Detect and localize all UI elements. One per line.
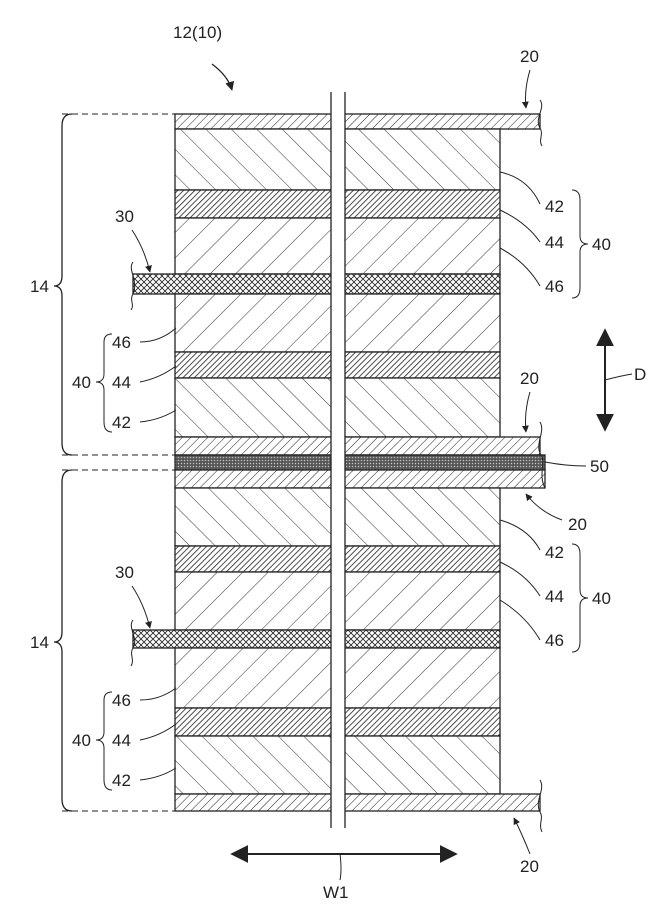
brace-14-lower bbox=[54, 470, 72, 811]
brace-40-left-upper bbox=[96, 334, 112, 432]
label-44-left-upper: 44 bbox=[112, 373, 131, 392]
label-30-lower: 30 bbox=[115, 563, 134, 582]
collector-20-top bbox=[175, 114, 540, 129]
collector-20-bottom bbox=[175, 794, 540, 811]
label-d: D bbox=[634, 365, 646, 384]
label-44-upper: 44 bbox=[545, 233, 564, 252]
label-44-lower: 44 bbox=[545, 587, 564, 606]
brace-14-upper bbox=[54, 114, 72, 455]
label-40-upper-right: 40 bbox=[592, 235, 611, 254]
label-44-left-lower: 44 bbox=[112, 731, 131, 750]
center-gap bbox=[331, 92, 345, 828]
label-14-upper: 14 bbox=[30, 277, 49, 296]
label-w1: W1 bbox=[323, 883, 349, 902]
label-42-left-lower: 42 bbox=[112, 771, 131, 790]
collector-30-upper bbox=[133, 274, 500, 294]
label-46-lower: 46 bbox=[545, 631, 564, 650]
label-42-upper: 42 bbox=[545, 197, 564, 216]
label-46-left-lower: 46 bbox=[112, 691, 131, 710]
label-50: 50 bbox=[590, 457, 609, 476]
label-40-left-lower: 40 bbox=[72, 731, 91, 750]
collector-20-upper-bottom bbox=[175, 437, 540, 455]
brace-40-upper bbox=[572, 190, 588, 298]
label-30-upper: 30 bbox=[115, 207, 134, 226]
figure-title: 12(10) bbox=[173, 23, 222, 42]
label-46-upper: 46 bbox=[545, 277, 564, 296]
label-14-lower: 14 bbox=[30, 633, 49, 652]
collector-30-lower bbox=[133, 630, 500, 648]
collector-20-lower-top bbox=[175, 470, 545, 488]
label-20-mid-lower: 20 bbox=[568, 515, 587, 534]
label-42-left-upper: 42 bbox=[112, 413, 131, 432]
label-46-left-upper: 46 bbox=[112, 333, 131, 352]
label-40-left-upper: 40 bbox=[72, 373, 91, 392]
label-20-bottom: 20 bbox=[520, 857, 539, 876]
brace-40-left-lower bbox=[96, 692, 112, 790]
layer-50 bbox=[175, 455, 545, 470]
brace-40-lower bbox=[572, 544, 588, 652]
label-20-mid: 20 bbox=[520, 369, 539, 388]
label-20-top: 20 bbox=[520, 47, 539, 66]
label-42-lower: 42 bbox=[545, 543, 564, 562]
label-40-lower-right: 40 bbox=[592, 589, 611, 608]
